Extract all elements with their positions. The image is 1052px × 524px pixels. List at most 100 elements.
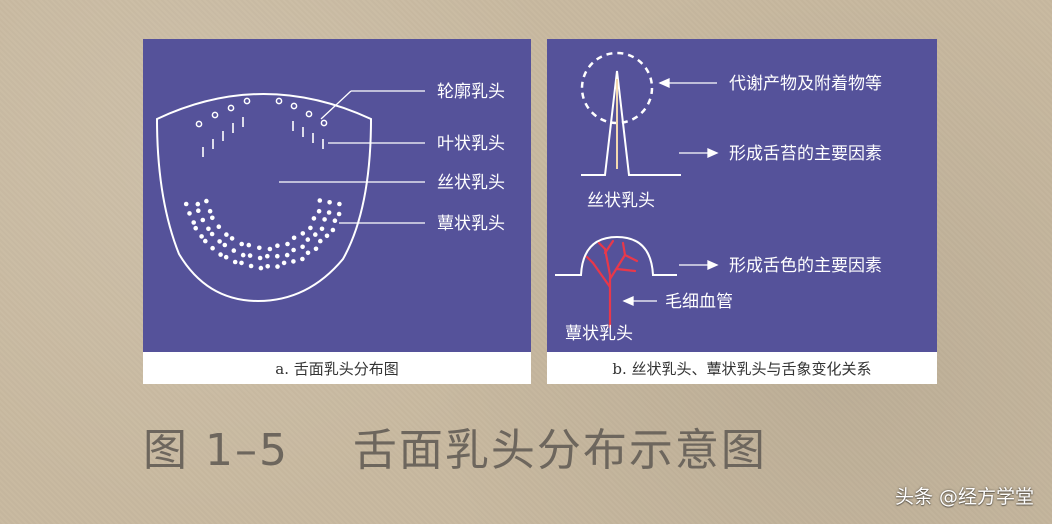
watermark: 头条 @经方学堂: [894, 486, 1034, 508]
fungiform-dot: [248, 263, 254, 269]
fungiform-dot: [246, 242, 252, 248]
panel-a-caption: a. 舌面乳头分布图: [275, 359, 399, 378]
panel-a-diagram: 轮廓乳头 叶状乳头 丝状乳头 蕈状乳头: [143, 39, 531, 352]
fungiform-dot: [193, 225, 198, 231]
fungiform-dot: [317, 198, 323, 203]
fungiform-dot: [265, 253, 270, 259]
fungiform-dot: [229, 236, 235, 241]
fungiform-dot: [187, 211, 192, 216]
label-filiform: 丝状乳头: [437, 173, 505, 193]
fungiform-dot: [216, 224, 222, 229]
fungiform-dot: [239, 241, 244, 247]
fungiform-dot: [223, 254, 229, 260]
fungiform-dot: [231, 248, 237, 253]
fungiform-dot: [204, 198, 209, 204]
fungiform-dot: [240, 252, 246, 258]
panel-b-diagram: 代谢产物及附着物等 形成舌苔的主要因素 丝状乳头 形成舌色的主要因素 毛细血管 …: [547, 39, 937, 352]
fungiform-papilla-outline: [555, 235, 677, 276]
fungiform-dot: [257, 255, 263, 261]
fungiform-dot: [196, 208, 201, 213]
fungiform-dot: [284, 252, 290, 258]
fungiform-dot: [257, 245, 262, 251]
fungiform-dot: [313, 246, 319, 252]
panel-b-arrows: [622, 77, 719, 307]
fungiform-dot: [210, 245, 215, 251]
fungiform-dot: [258, 265, 264, 271]
label-metabolites: 代谢产物及附着物等: [729, 74, 882, 94]
fungiform-dot: [305, 237, 311, 242]
tongue-outline: [155, 93, 373, 303]
fungiform-dot: [291, 235, 297, 241]
foliate-papillae: [202, 117, 324, 157]
fungiform-dot: [195, 201, 201, 207]
fungiform-dot: [300, 256, 305, 262]
fungiform-dot: [322, 217, 327, 222]
fungiform-dot: [232, 259, 238, 265]
fungiform-dot: [285, 241, 290, 247]
fungiform-dot: [275, 264, 280, 269]
fungiform-dot: [203, 238, 208, 244]
fungiform-dot: [300, 231, 306, 236]
panel-b-caption: b. 丝状乳头、蕈状乳头与舌象变化关系: [612, 359, 872, 378]
fungiform-dot: [209, 231, 215, 237]
label-capillary: 毛细血管: [665, 292, 733, 312]
fungiform-dot: [291, 259, 296, 264]
fungiform-dot: [319, 226, 325, 232]
fungiform-dot: [337, 201, 342, 207]
fungiform-dot: [207, 208, 213, 214]
fungiform-dot: [265, 264, 270, 269]
fungiform-papillae: [183, 198, 342, 271]
metabolite-dashed-circle: [580, 51, 654, 125]
label-circumvallate: 轮廓乳头: [437, 82, 505, 102]
fungiform-dot: [332, 218, 338, 223]
label-color-factor: 形成舌色的主要因素: [729, 256, 882, 276]
fungiform-dot: [275, 253, 280, 259]
fungiform-dot: [311, 216, 317, 221]
label-foliate: 叶状乳头: [437, 134, 505, 154]
papillae-relation-svg: 代谢产物及附着物等 形成舌苔的主要因素 丝状乳头 形成舌色的主要因素 毛细血管 …: [555, 51, 882, 344]
fungiform-dot: [267, 246, 273, 252]
panel-a: 轮廓乳头 叶状乳头 丝状乳头 蕈状乳头 a. 舌面乳头分布图: [143, 39, 531, 384]
fungiform-dot: [199, 234, 204, 239]
fungiform-dot: [324, 233, 330, 239]
filiform-papilla-outline: [581, 70, 681, 176]
leader-line-circumvallate: [320, 90, 352, 120]
fungiform-dot: [200, 217, 206, 223]
fungiform-dot: [327, 200, 332, 205]
panel-b: 代谢产物及附着物等 形成舌苔的主要因素 丝状乳头 形成舌色的主要因素 毛细血管 …: [547, 39, 937, 384]
fungiform-dot: [183, 201, 189, 207]
tongue-diagram-svg: 轮廓乳头 叶状乳头 丝状乳头 蕈状乳头: [155, 82, 505, 303]
fungiform-dot: [318, 238, 323, 244]
fungiform-dot: [210, 215, 215, 221]
fungiform-dot: [191, 220, 196, 225]
circumvallate-papillae: [195, 97, 328, 128]
figure-title: 图 1–5 舌面乳头分布示意图: [143, 425, 767, 476]
fungiform-dot: [218, 252, 223, 257]
label-filiform: 丝状乳头: [587, 191, 655, 211]
fungiform-dot: [217, 239, 222, 244]
fungiform-dot: [224, 232, 229, 237]
fungiform-dot: [247, 253, 253, 258]
arrow-color-head: [707, 259, 719, 271]
capillary-vessels: [585, 239, 639, 329]
fungiform-dot: [300, 244, 305, 250]
label-fungiform: 蕈状乳头: [437, 214, 505, 234]
fungiform-dot: [326, 210, 332, 215]
fungiform-dot: [222, 242, 228, 248]
arrow-coating-head: [707, 147, 719, 159]
fungiform-dot: [330, 227, 336, 233]
fungiform-dot: [281, 260, 287, 266]
fungiform-dot: [206, 226, 211, 232]
arrow-metabolites-head: [658, 77, 670, 89]
fungiform-dot: [275, 243, 280, 248]
fungiform-dot: [313, 232, 318, 237]
label-coating-factor: 形成舌苔的主要因素: [729, 144, 882, 164]
fungiform-dot: [336, 211, 342, 217]
fungiform-dot: [316, 208, 322, 214]
label-fungiform: 蕈状乳头: [565, 324, 633, 344]
fungiform-dot: [291, 247, 296, 253]
fungiform-dot: [305, 250, 311, 256]
arrow-capillary-head: [622, 295, 634, 307]
fungiform-dot: [308, 225, 313, 231]
panel-a-leader-lines: [279, 90, 425, 224]
